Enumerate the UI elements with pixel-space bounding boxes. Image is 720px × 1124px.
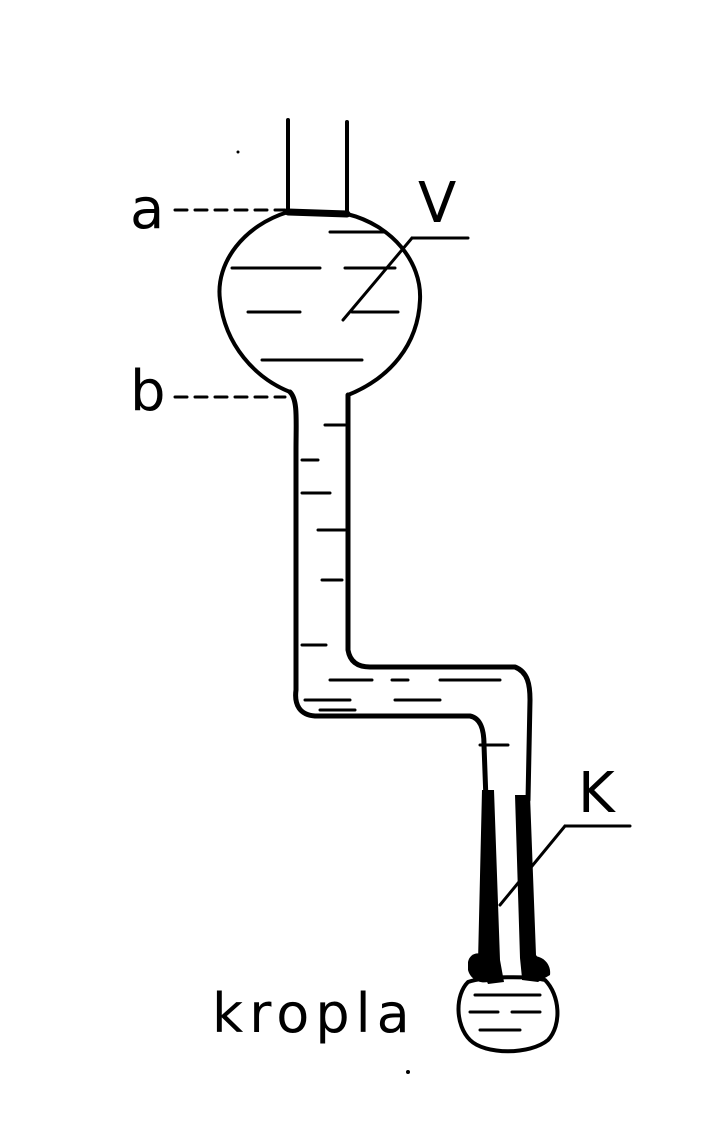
label-kropla: kropla xyxy=(212,982,416,1045)
drop xyxy=(456,975,560,1054)
label-v-leader xyxy=(341,236,414,322)
speck xyxy=(236,150,240,154)
label-b: b xyxy=(130,359,166,424)
speck xyxy=(406,1070,410,1074)
top-tube xyxy=(284,118,351,218)
label-v: V xyxy=(418,171,456,236)
capillary xyxy=(468,790,551,984)
bulb xyxy=(217,210,423,397)
drop-liquid-lines xyxy=(468,993,542,1032)
label-v-group: V xyxy=(341,171,470,322)
label-k-leader xyxy=(498,824,567,907)
label-a: a xyxy=(130,177,164,242)
label-k: K xyxy=(578,761,616,826)
label-k-group: K xyxy=(498,761,632,907)
label-a-group: a xyxy=(130,177,287,242)
label-b-group: b xyxy=(130,359,287,424)
elbow-liquid-lines xyxy=(303,678,510,747)
graduated-stem xyxy=(287,389,533,803)
bulb-liquid-lines xyxy=(230,230,400,362)
graduation-marks xyxy=(300,423,347,647)
